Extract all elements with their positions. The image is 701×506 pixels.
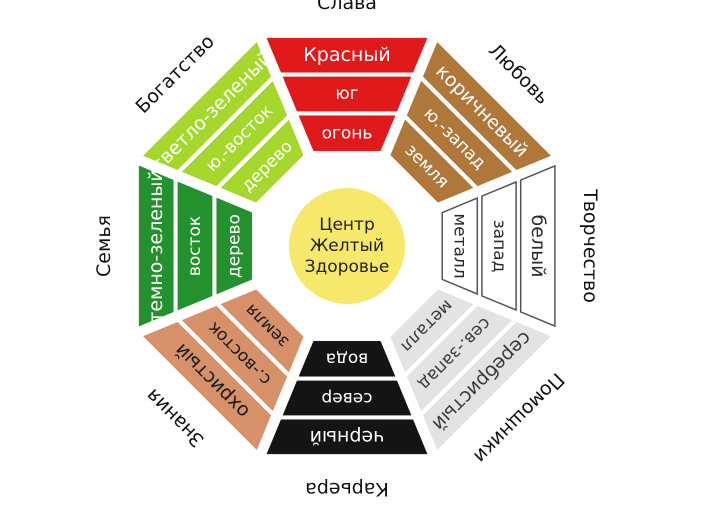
band-southwest-2	[390, 119, 474, 203]
sector-title-south: Слава	[317, 0, 377, 14]
band-northwest-2	[390, 289, 474, 373]
band-label-east-2: дерево	[224, 214, 244, 278]
sector-east: темно-зеленый восток дерево Семья	[93, 165, 253, 327]
sector-west: белый запад металл Творчество	[441, 164, 601, 328]
sector-title-northeast: Знания	[142, 384, 209, 451]
sector-south: Красный юг огонь Слава	[266, 0, 428, 152]
band-east-0	[138, 165, 174, 327]
band-label-north-1: север	[321, 388, 372, 408]
band-southeast-0	[142, 41, 272, 171]
band-south-1	[282, 76, 412, 112]
center-line-0: Центр	[319, 215, 374, 235]
band-southeast-2	[220, 119, 304, 203]
sector-title-west: Творчество	[579, 188, 601, 303]
band-label-west-2: металл	[450, 213, 470, 278]
band-south-2	[298, 115, 396, 152]
band-northeast-2	[220, 289, 304, 373]
band-east-2	[216, 197, 253, 295]
band-northwest-1	[406, 305, 513, 412]
band-label-north-2: вода	[326, 349, 369, 369]
band-northeast-1	[181, 305, 288, 412]
band-label-west-0: белый	[527, 215, 549, 278]
band-label-south-1: юг	[335, 84, 358, 104]
band-southwest-0	[422, 41, 552, 171]
band-southeast-1	[181, 80, 288, 187]
band-south-0	[266, 37, 428, 73]
band-west-1	[481, 180, 517, 312]
band-northeast-0	[142, 321, 272, 451]
center-line-1: Желтый	[310, 236, 384, 256]
sector-title-east: Семья	[93, 215, 115, 277]
band-north-0	[266, 419, 428, 455]
band-north-1	[282, 380, 412, 416]
center-circle	[289, 188, 405, 304]
band-label-east-0: темно-зеленый	[145, 169, 167, 322]
band-west-2	[441, 196, 479, 296]
band-northwest-0	[422, 321, 552, 451]
band-label-south-0: Красный	[303, 44, 390, 66]
band-label-east-1: восток	[185, 216, 205, 276]
band-southwest-1	[406, 80, 513, 187]
band-label-west-1: запад	[489, 220, 509, 273]
band-north-2	[298, 340, 396, 377]
band-label-south-2: огонь	[322, 123, 373, 143]
band-west-0	[519, 164, 556, 328]
sector-title-north: Карьера	[305, 478, 389, 500]
band-label-north-0: черный	[310, 426, 385, 448]
sector-title-southwest: Любовь	[484, 40, 553, 109]
band-east-1	[177, 181, 213, 311]
center-line-2: Здоровье	[305, 257, 390, 277]
